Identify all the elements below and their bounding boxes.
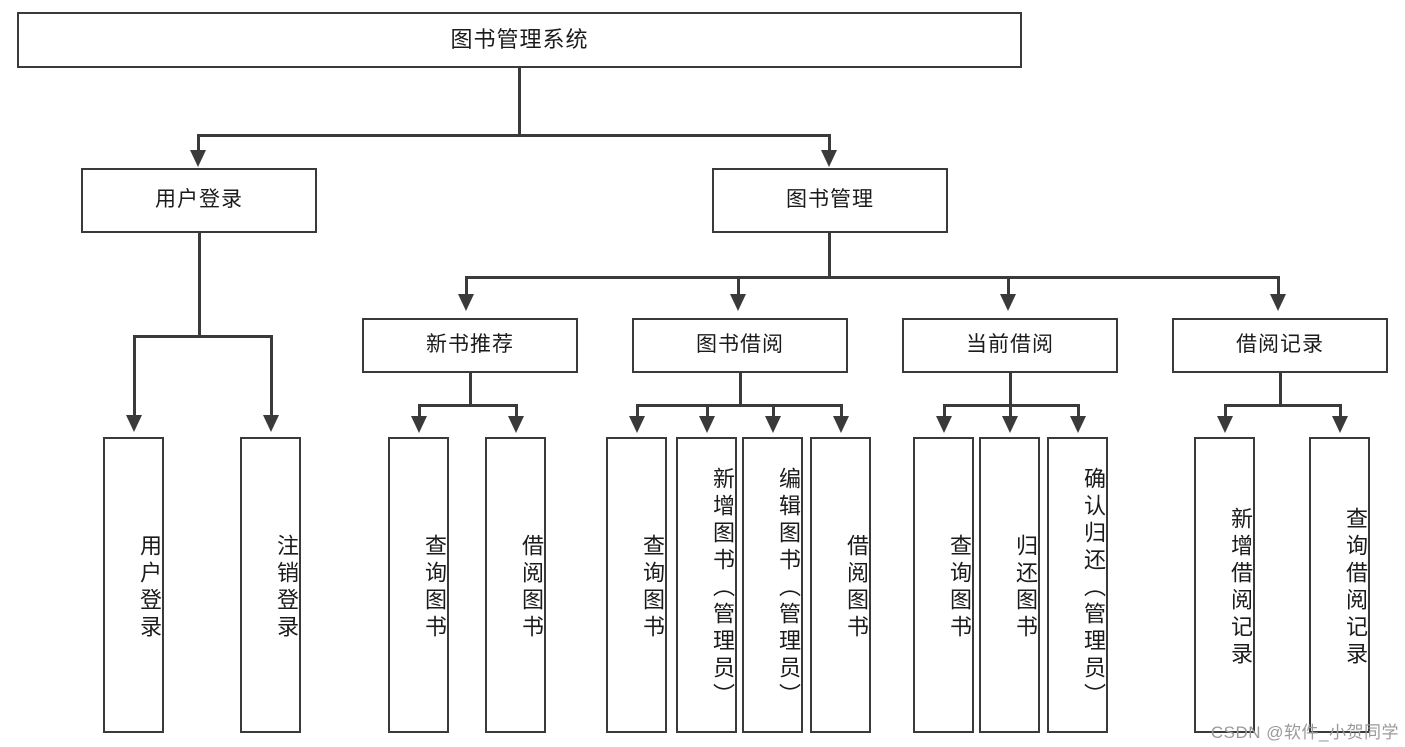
arrowhead-current-borrow — [1000, 294, 1016, 311]
leaf-return-book[interactable]: 归还图书 — [979, 437, 1040, 733]
connector-borrow-stem — [739, 373, 742, 406]
leaf-confirm-return-admin[interactable]: 确认归还（管理员） — [1047, 437, 1108, 733]
connector-root-to-user-login — [197, 134, 200, 152]
arrowhead-leaf-borrow-book — [833, 416, 849, 433]
leaf-edit-book-admin[interactable]: 编辑图书（管理员） — [742, 437, 803, 733]
leaf-user-login[interactable]: 用户登录 — [103, 437, 164, 733]
connector-root-bus — [197, 134, 831, 137]
leaf-logout[interactable]: 注销登录 — [240, 437, 301, 733]
connector-user-login-drop-1 — [133, 335, 136, 417]
arrowhead-user-login — [190, 150, 206, 167]
arrowhead-leaf-add-record — [1217, 416, 1233, 433]
arrowhead-leaf-add-book — [699, 416, 715, 433]
arrowhead-leaf-query-book-current — [936, 416, 952, 433]
connector-book-manage-stem — [828, 233, 831, 278]
connector-user-login-drop-2 — [270, 335, 273, 417]
connector-book-manage-drop-3 — [1007, 276, 1010, 296]
arrowhead-borrow-record — [1270, 294, 1286, 311]
leaf-borrow-book[interactable]: 借阅图书 — [810, 437, 871, 733]
node-book-borrow[interactable]: 图书借阅 — [632, 318, 848, 373]
leaf-add-borrow-record[interactable]: 新增借阅记录 — [1194, 437, 1255, 733]
node-current-borrow[interactable]: 当前借阅 — [902, 318, 1118, 373]
arrowhead-leaf-query-book-recommend — [411, 416, 427, 433]
connector-book-manage-drop-1 — [465, 276, 468, 296]
connector-user-login-bus — [133, 335, 273, 338]
node-borrow-record[interactable]: 借阅记录 — [1172, 318, 1388, 373]
arrowhead-leaf-confirm-return — [1070, 416, 1086, 433]
arrowhead-leaf-user-login — [126, 415, 142, 432]
arrowhead-leaf-query-record — [1332, 416, 1348, 433]
arrowhead-leaf-logout — [263, 415, 279, 432]
connector-book-manage-drop-2 — [737, 276, 740, 296]
node-user-login[interactable]: 用户登录 — [81, 168, 317, 233]
connector-record-bus — [1224, 404, 1342, 407]
connector-borrow-drop-3 — [772, 404, 775, 418]
connector-current-drop-1 — [943, 404, 946, 418]
arrowhead-book-manage — [821, 150, 837, 167]
connector-record-drop-2 — [1339, 404, 1342, 418]
node-new-book-recommend[interactable]: 新书推荐 — [362, 318, 578, 373]
connector-current-drop-3 — [1077, 404, 1080, 418]
connector-recommend-drop-1 — [418, 404, 421, 418]
connector-recommend-bus — [418, 404, 518, 407]
connector-record-stem — [1279, 373, 1282, 406]
connector-current-drop-2 — [1009, 404, 1012, 418]
connector-borrow-bus — [636, 404, 842, 407]
arrowhead-book-borrow — [730, 294, 746, 311]
arrowhead-new-book-recommend — [458, 294, 474, 311]
connector-borrow-drop-1 — [636, 404, 639, 418]
leaf-borrow-book-recommend[interactable]: 借阅图书 — [485, 437, 546, 733]
leaf-query-book-current[interactable]: 查询图书 — [913, 437, 974, 733]
connector-current-stem — [1009, 373, 1012, 406]
connector-book-manage-bus — [465, 276, 1280, 279]
leaf-query-book-borrow[interactable]: 查询图书 — [606, 437, 667, 733]
connector-recommend-stem — [469, 373, 472, 406]
arrowhead-leaf-edit-book — [765, 416, 781, 433]
arrowhead-leaf-return-book — [1002, 416, 1018, 433]
connector-user-login-stem — [198, 233, 201, 337]
leaf-query-borrow-record[interactable]: 查询借阅记录 — [1309, 437, 1370, 733]
leaf-add-book-admin[interactable]: 新增图书（管理员） — [676, 437, 737, 733]
connector-book-manage-drop-4 — [1277, 276, 1280, 296]
connector-recommend-drop-2 — [515, 404, 518, 418]
connector-borrow-drop-2 — [706, 404, 709, 418]
connector-root-to-book-manage — [828, 134, 831, 152]
connector-borrow-drop-4 — [840, 404, 843, 418]
node-root-system[interactable]: 图书管理系统 — [17, 12, 1022, 68]
connector-record-drop-1 — [1224, 404, 1227, 418]
connector-root-stem — [518, 68, 521, 136]
arrowhead-leaf-query-book-borrow — [629, 416, 645, 433]
leaf-query-book-recommend[interactable]: 查询图书 — [388, 437, 449, 733]
arrowhead-leaf-borrow-book-recommend — [508, 416, 524, 433]
node-book-manage[interactable]: 图书管理 — [712, 168, 948, 233]
